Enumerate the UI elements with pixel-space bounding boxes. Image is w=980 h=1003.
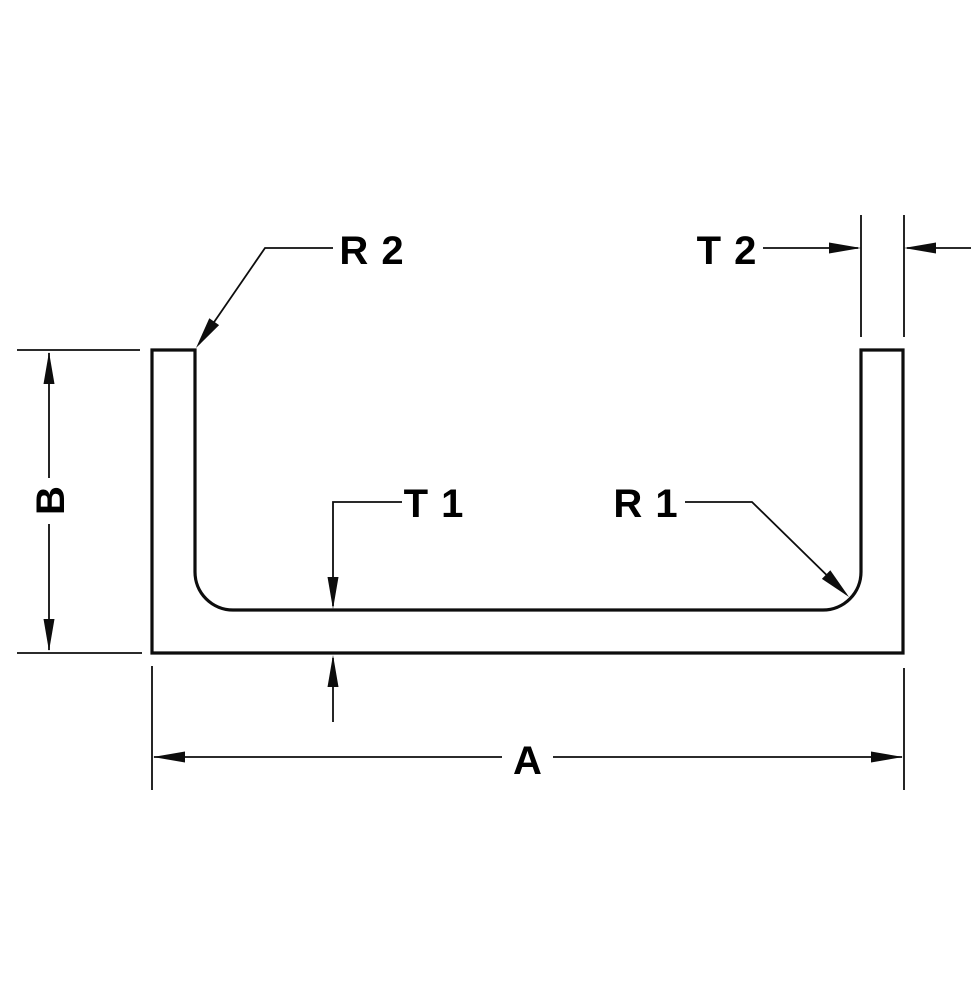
r2-leader-line — [198, 247, 333, 345]
corner-radius-label: R 2 — [339, 229, 404, 273]
u-channel-profile-outline — [150, 348, 905, 655]
fillet-radius-label: R 1 — [613, 482, 678, 526]
t1-up-arrowhead — [327, 655, 339, 687]
t1-leader-line — [332, 501, 402, 606]
profile-group — [150, 348, 905, 655]
arrowheads — [43, 242, 936, 763]
extension-lines — [17, 215, 905, 790]
flange-thickness-label: T 2 — [697, 229, 758, 273]
t1-down-arrowhead — [327, 577, 339, 609]
t2-right-arrowhead — [904, 242, 936, 254]
r2-arrowhead — [196, 318, 220, 348]
b-top-arrowhead — [43, 352, 55, 384]
height-label: B — [29, 485, 73, 515]
t2-left-arrowhead — [829, 242, 861, 254]
a-left-arrowhead — [153, 751, 185, 763]
web-thickness-label: T 1 — [404, 482, 465, 526]
a-right-arrowhead — [871, 751, 903, 763]
width-label: A — [513, 739, 543, 783]
dimension-lines — [48, 247, 971, 758]
r1-arrowhead — [821, 570, 849, 597]
dimension-labels: R 2 T 2 B T 1 R 1 A — [29, 229, 758, 783]
r1-leader-line — [685, 501, 847, 595]
b-bottom-arrowhead — [43, 619, 55, 651]
